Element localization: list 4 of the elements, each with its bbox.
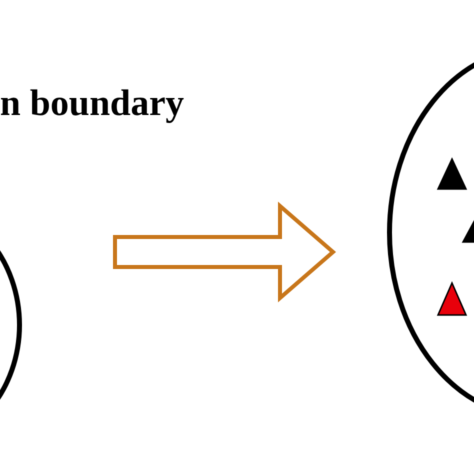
- hollow-arrow: [113, 202, 336, 302]
- heading-text: n boundary: [0, 82, 184, 125]
- triangle-marker: [437, 282, 467, 316]
- triangle-marker: [437, 158, 467, 190]
